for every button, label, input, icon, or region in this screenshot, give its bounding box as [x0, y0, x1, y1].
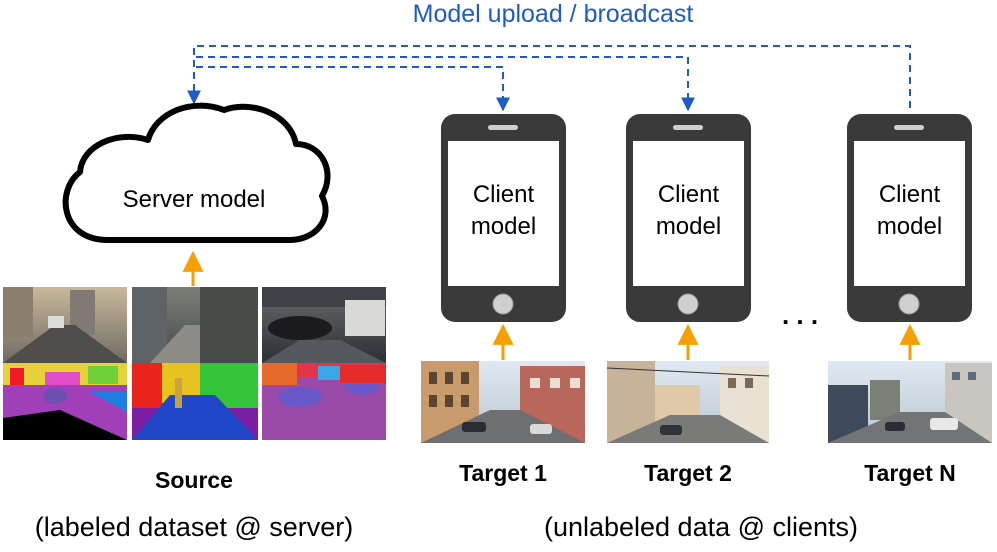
source-image-1	[3, 287, 127, 440]
target-image-n	[828, 361, 992, 443]
client-n-label-line2: model	[876, 213, 943, 240]
source-label: Source	[155, 467, 233, 493]
source-image-2	[132, 287, 258, 440]
phone-icon-n	[847, 114, 972, 322]
client-1-label-line2: model	[470, 213, 537, 240]
client-n-label-line1: Client	[878, 181, 941, 208]
client-2-label-line2: model	[655, 213, 722, 240]
target-1-label: Target 1	[459, 460, 547, 486]
target-n-label: Target N	[864, 460, 956, 486]
source-caption: (labeled dataset @ server)	[34, 512, 354, 542]
target-2-label: Target 2	[644, 460, 732, 486]
broadcast-line-target2	[196, 56, 695, 112]
target-image-1	[421, 361, 585, 443]
client-2-label-line1: Client	[657, 181, 720, 208]
more-clients-ellipsis: . . .	[781, 300, 819, 330]
server-model-label: Server model	[122, 186, 266, 213]
upload-arrows	[182, 250, 921, 360]
broadcast-line-target1	[196, 66, 510, 112]
broadcast-title: Model upload / broadcast	[412, 0, 694, 28]
source-image-3	[262, 287, 386, 440]
phone-icon-1	[441, 114, 566, 322]
client-1-label-line1: Client	[472, 181, 535, 208]
targets-caption: (unlabeled data @ clients)	[543, 512, 859, 542]
broadcast-lines	[187, 45, 911, 112]
cloud-icon	[62, 102, 331, 243]
outer-broadcast-line	[187, 45, 911, 108]
phone-icon-2	[626, 114, 751, 322]
target-image-2	[606, 361, 770, 443]
